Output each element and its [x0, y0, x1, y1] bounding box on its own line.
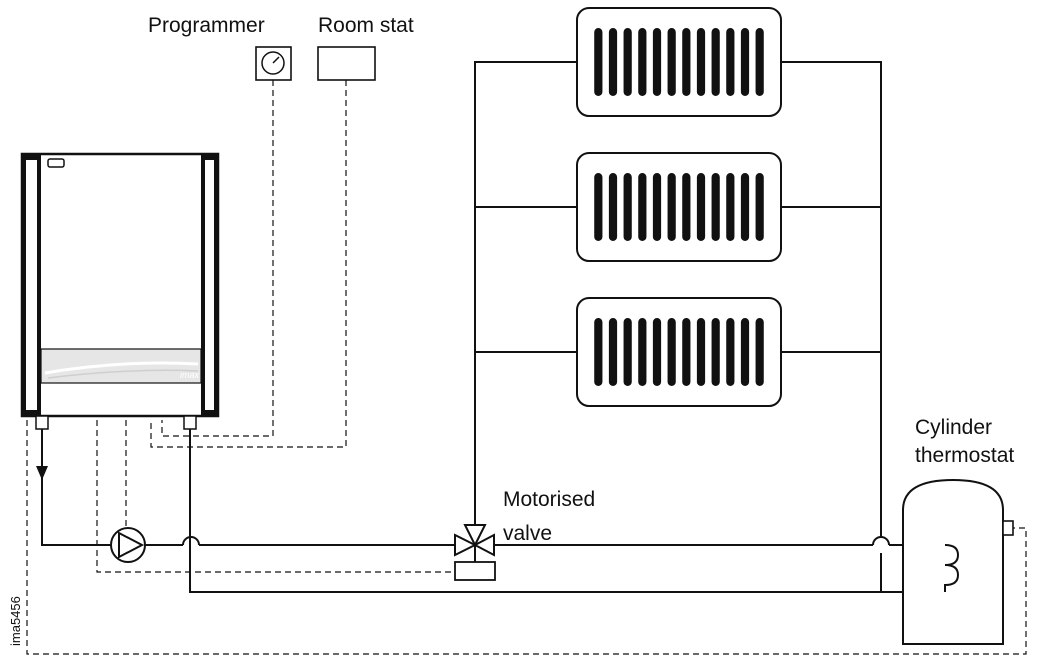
control-wiring: [26, 80, 1027, 655]
radiator: [576, 297, 782, 407]
radiator-fin: [608, 173, 618, 241]
radiator-fin: [711, 28, 720, 96]
radiator-pipework: [474, 61, 882, 592]
radiator-fin: [740, 173, 750, 241]
radiator-fin: [682, 318, 691, 386]
radiator-fin: [740, 318, 750, 386]
programmer: [255, 46, 292, 81]
radiator-fin: [696, 28, 706, 96]
pump-icon: [110, 527, 146, 563]
boiler-indicator: [47, 158, 65, 168]
radiator-fin: [696, 318, 706, 386]
radiator-fin: [594, 28, 603, 96]
boiler-control-panel: [40, 348, 202, 384]
radiator-fin: [638, 318, 647, 386]
radiator-fin: [711, 318, 720, 386]
flow-direction-arrow: [36, 466, 48, 480]
radiator-fin: [652, 173, 662, 241]
radiator-fin: [608, 28, 618, 96]
hot-water-cylinder: [902, 478, 1014, 645]
radiator: [576, 7, 782, 117]
radiator-fin: [623, 173, 632, 241]
radiators: [576, 7, 782, 407]
radiator-body: [576, 7, 782, 117]
radiator-fin: [755, 318, 764, 386]
radiator-fin: [682, 173, 691, 241]
boiler: imax: [20, 152, 220, 430]
motorised-valve-label-line2: valve: [503, 522, 552, 545]
radiator-fin: [623, 318, 632, 386]
radiator-fin: [594, 318, 603, 386]
valve-actuator: [454, 561, 496, 581]
radiator-fin: [652, 318, 662, 386]
radiator-fin: [740, 28, 750, 96]
radiator-body: [576, 152, 782, 262]
programmer-label: Programmer: [148, 14, 265, 37]
radiator-fin: [711, 173, 720, 241]
radiator-fin: [726, 318, 735, 386]
radiator-fin: [652, 28, 662, 96]
heating-coil-icon: [944, 544, 960, 592]
radiator-fin: [638, 28, 647, 96]
radiator-fin: [726, 28, 735, 96]
radiator-fin: [594, 173, 603, 241]
radiator-fin: [682, 28, 691, 96]
cylinder-thermostat: [1002, 520, 1014, 536]
flow-connector: [35, 415, 49, 430]
radiator-fin: [667, 318, 676, 386]
radiator-fin: [608, 318, 618, 386]
radiator-fin: [755, 28, 764, 96]
return-connector: [183, 415, 197, 430]
motorised-valve-label-line1: Motorised: [503, 488, 595, 511]
radiator-body: [576, 297, 782, 407]
return-pipe: [189, 429, 945, 593]
figure-code: ima5456: [8, 596, 23, 646]
radiator-fin: [726, 173, 735, 241]
radiator-fin: [755, 173, 764, 241]
radiator-fin: [667, 173, 676, 241]
room-stat-label: Room stat: [318, 14, 414, 37]
clock-dial-icon: [261, 51, 285, 75]
three-way-valve-icon: [454, 524, 496, 581]
cylinder-thermostat-label-line1: Cylinder: [915, 416, 992, 439]
room-stat: [317, 46, 376, 81]
radiator-fin: [638, 173, 647, 241]
radiator: [576, 152, 782, 262]
radiator-fin: [623, 28, 632, 96]
radiator-fin: [696, 173, 706, 241]
cylinder-thermostat-label-line2: thermostat: [915, 444, 1014, 467]
radiator-fin: [667, 28, 676, 96]
boiler-brand: imax: [180, 370, 200, 380]
